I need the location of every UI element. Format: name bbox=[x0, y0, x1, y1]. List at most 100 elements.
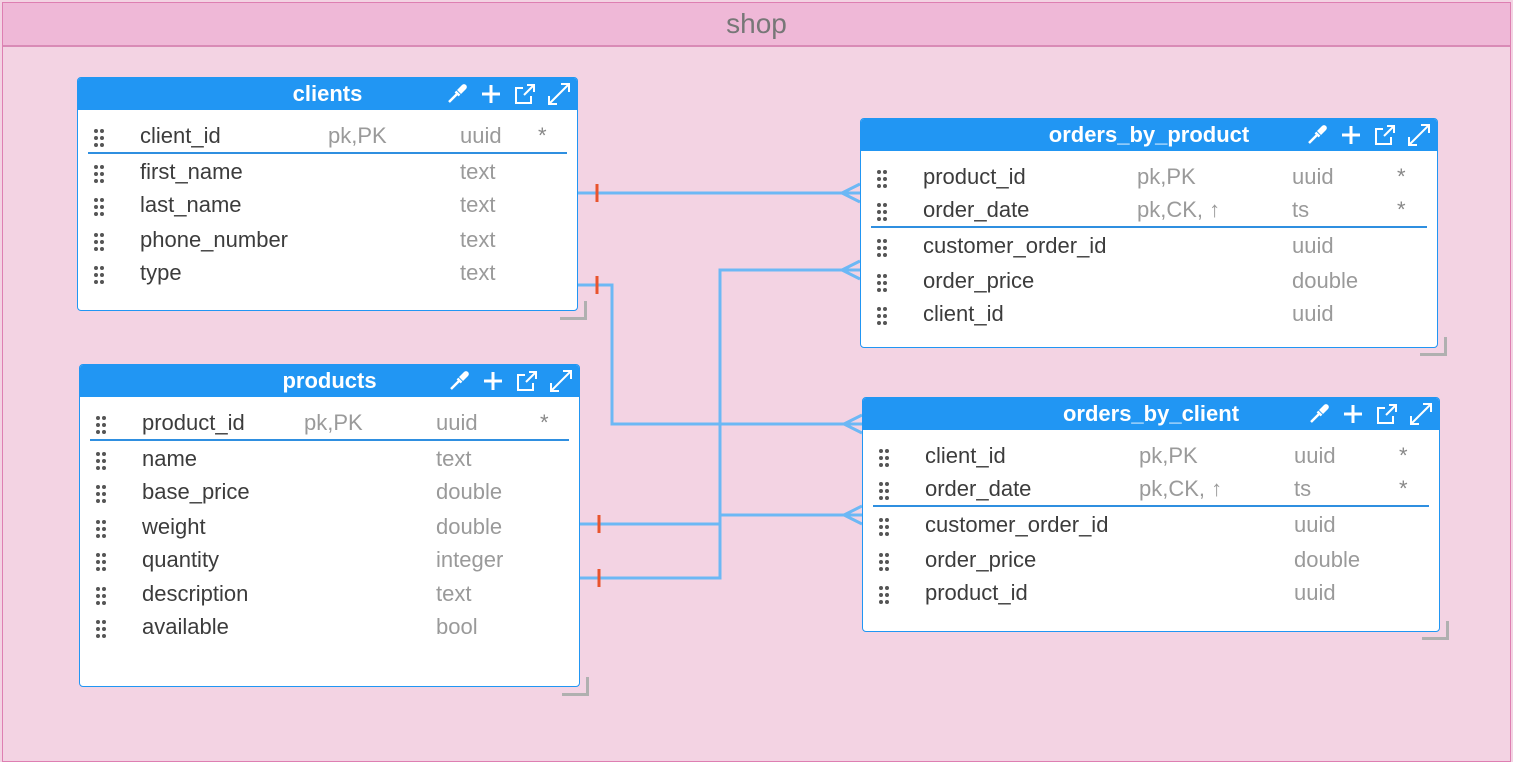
drag-handle-icon[interactable] bbox=[96, 520, 108, 538]
column-name: order_date bbox=[923, 197, 1030, 222]
column-type: text bbox=[436, 581, 472, 606]
drag-handle-icon[interactable] bbox=[877, 239, 889, 257]
drag-handle-icon[interactable] bbox=[877, 274, 889, 292]
column-required-marker: * bbox=[1397, 164, 1406, 189]
drag-handle-icon[interactable] bbox=[877, 307, 889, 325]
drag-handle-icon[interactable] bbox=[96, 416, 108, 434]
expand-icon[interactable] bbox=[1409, 402, 1433, 426]
eyedropper-icon[interactable] bbox=[445, 82, 469, 106]
plus-icon[interactable] bbox=[1341, 402, 1365, 426]
drag-handle-icon[interactable] bbox=[94, 198, 106, 216]
drag-handle-icon[interactable] bbox=[879, 553, 891, 571]
eyedropper-icon[interactable] bbox=[447, 369, 471, 393]
drag-handle-icon[interactable] bbox=[877, 203, 889, 221]
column-name: order_price bbox=[923, 268, 1035, 293]
column-type: uuid bbox=[460, 123, 502, 148]
drag-handle-icon[interactable] bbox=[94, 129, 106, 147]
drag-handle-icon[interactable] bbox=[879, 482, 891, 500]
expand-icon[interactable] bbox=[547, 82, 571, 106]
column-type: double bbox=[436, 514, 503, 539]
open-external-icon[interactable] bbox=[515, 369, 539, 393]
primary-key-separator bbox=[90, 439, 569, 441]
column-type: uuid bbox=[1294, 443, 1336, 468]
column-name: product_id bbox=[142, 410, 245, 435]
eyedropper-icon[interactable] bbox=[1307, 402, 1331, 426]
resize-handle[interactable] bbox=[1420, 337, 1447, 356]
column-name: last_name bbox=[140, 192, 242, 217]
table-title[interactable]: products bbox=[282, 368, 377, 393]
relation-line[interactable] bbox=[578, 283, 862, 426]
plus-icon[interactable] bbox=[1339, 123, 1363, 147]
container-title[interactable]: shop bbox=[3, 3, 1510, 47]
drag-handle-icon[interactable] bbox=[877, 170, 889, 188]
drag-handle-icon[interactable] bbox=[879, 586, 891, 604]
eyedropper-icon[interactable] bbox=[1305, 123, 1329, 147]
column-type: uuid bbox=[1294, 512, 1336, 537]
drag-handle-icon[interactable] bbox=[879, 518, 891, 536]
drag-handle-icon[interactable] bbox=[96, 587, 108, 605]
relation-line[interactable] bbox=[580, 268, 860, 580]
column-name: product_id bbox=[923, 164, 1026, 189]
drag-handle-icon[interactable] bbox=[96, 485, 108, 503]
column-type: text bbox=[460, 260, 496, 285]
primary-key-separator bbox=[871, 226, 1427, 228]
drag-handle-icon[interactable] bbox=[96, 452, 108, 470]
drag-handle-icon[interactable] bbox=[94, 165, 106, 183]
table-title[interactable]: orders_by_product bbox=[1048, 122, 1250, 147]
table-header: products bbox=[80, 365, 579, 397]
drag-handle-icon[interactable] bbox=[96, 553, 108, 571]
table-title[interactable]: clients bbox=[292, 81, 363, 106]
column-name: client_id bbox=[140, 123, 221, 148]
column-type: uuid bbox=[1292, 301, 1334, 326]
column-type: uuid bbox=[1294, 580, 1336, 605]
column-name: type bbox=[140, 260, 182, 285]
column-required-marker: * bbox=[1399, 476, 1408, 501]
drag-handle-icon[interactable] bbox=[879, 449, 891, 467]
open-external-icon[interactable] bbox=[1375, 402, 1399, 426]
column-name: customer_order_id bbox=[923, 233, 1107, 258]
open-external-icon[interactable] bbox=[1373, 123, 1397, 147]
column-type: double bbox=[436, 479, 503, 504]
plus-icon[interactable] bbox=[479, 82, 503, 106]
expand-icon[interactable] bbox=[1407, 123, 1431, 147]
drag-handle-icon[interactable] bbox=[94, 266, 106, 284]
plus-icon[interactable] bbox=[481, 369, 505, 393]
column-name: quantity bbox=[142, 547, 220, 572]
drag-handle-icon[interactable] bbox=[96, 620, 108, 638]
resize-handle[interactable] bbox=[1422, 621, 1449, 640]
expand-icon[interactable] bbox=[549, 369, 573, 393]
drag-handle-icon[interactable] bbox=[94, 233, 106, 251]
column-name: order_date bbox=[925, 476, 1032, 501]
resize-handle[interactable] bbox=[562, 677, 589, 696]
table-title[interactable]: orders_by_client bbox=[1062, 401, 1240, 426]
resize-handle[interactable] bbox=[560, 301, 587, 320]
column-row-type[interactable]: type text bbox=[78, 258, 577, 288]
open-external-icon[interactable] bbox=[513, 82, 537, 106]
